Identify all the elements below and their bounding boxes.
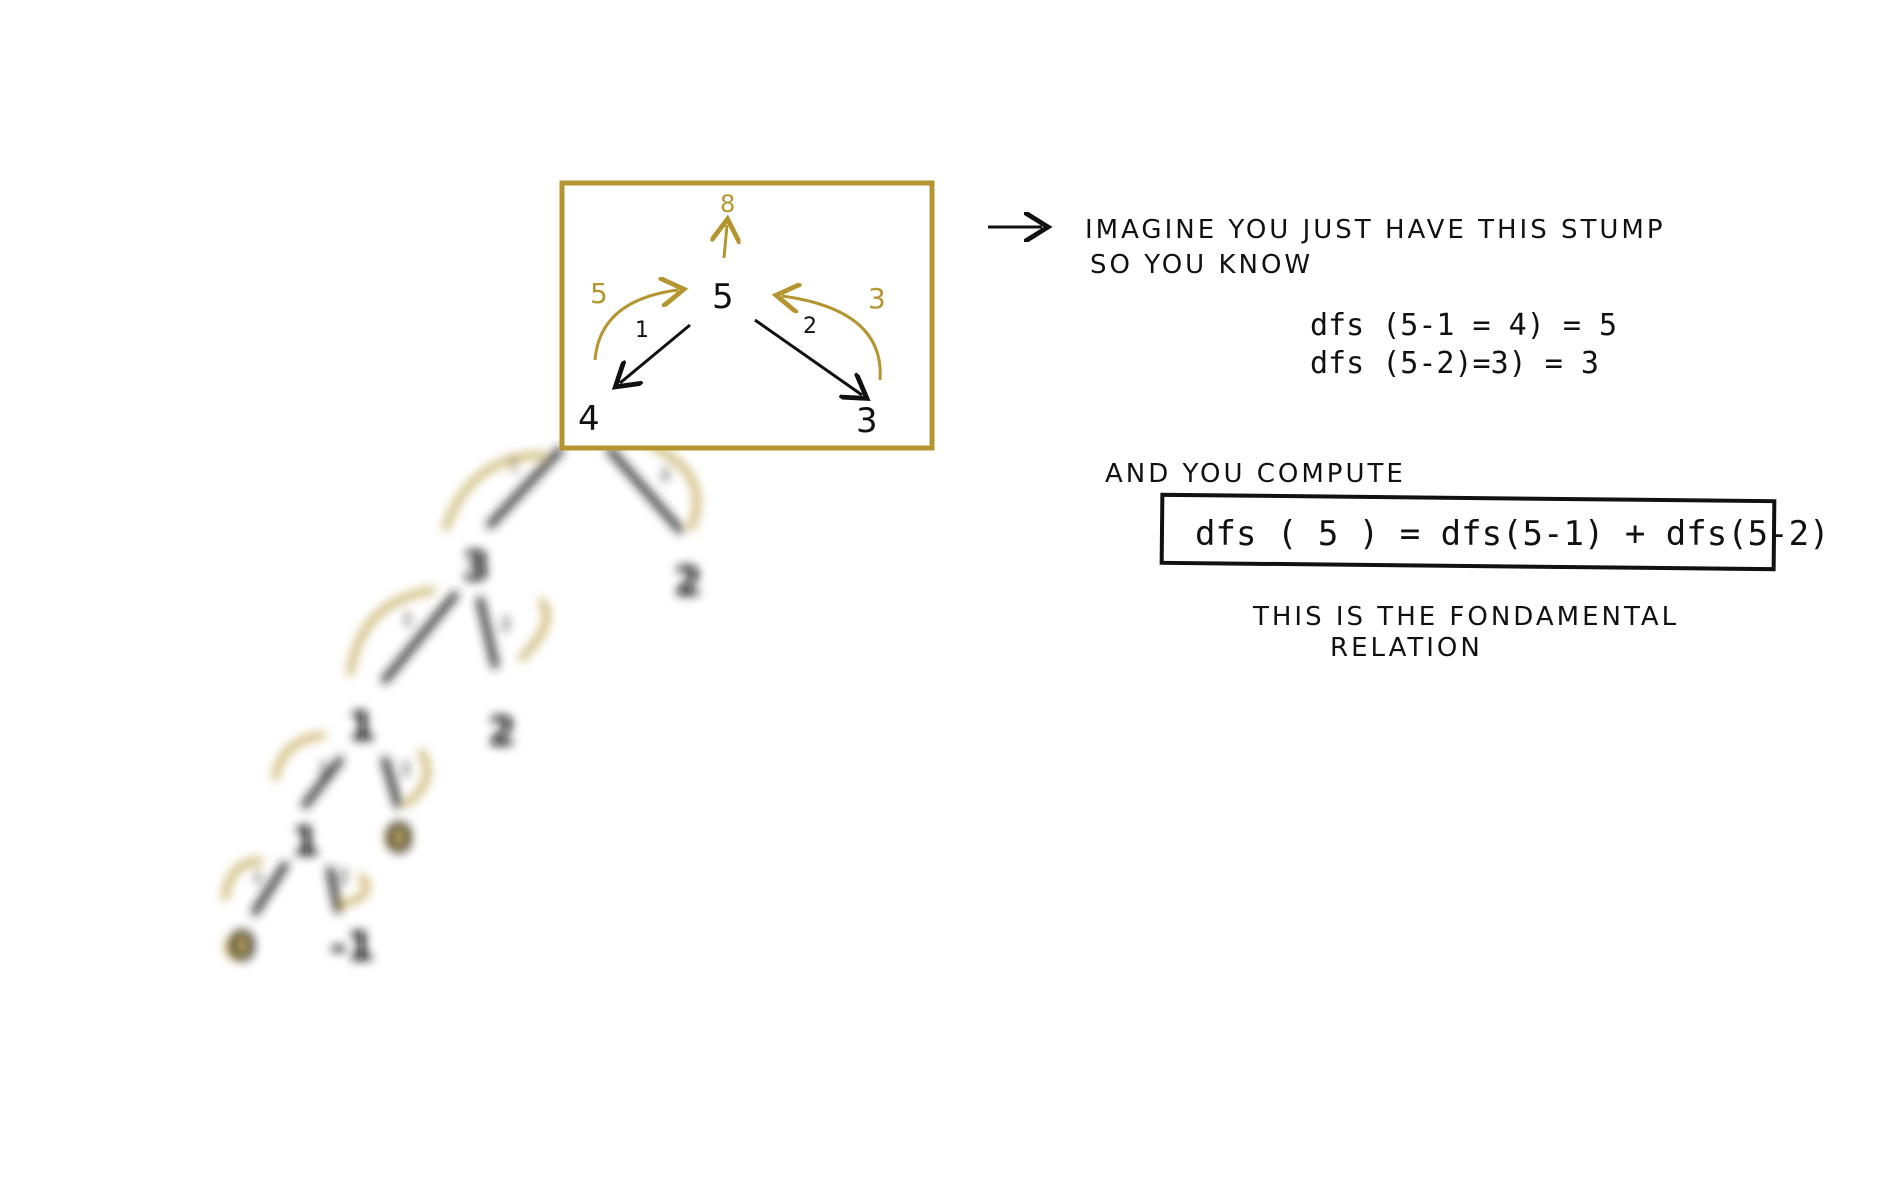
blurred-node: 1 [348,704,376,750]
blurred-edge-label: 1 [252,866,263,887]
blurred-edge-label: 2 [500,614,511,635]
caption-line-2: RELATION [1330,633,1483,663]
known-value-2: dfs (5-2)=3) = 3 [1310,346,1599,381]
blurred-edge-label: 1 [318,759,329,780]
up-result-value: 8 [720,190,735,218]
blurred-recursion-tree: 3 2 1 2 1 0 0 -1 1 2 1 2 1 2 1 2 [222,442,702,970]
left-edge-label: 1 [635,318,649,343]
blurred-edge-label: 2 [400,759,411,780]
blurred-edge-label: 2 [660,464,671,485]
blurred-edge-label: 2 [338,866,349,887]
note-line-2: SO YOU KNOW [1090,250,1313,280]
blurred-edge-label: 1 [402,609,413,630]
stump-right-child: 3 [856,401,878,441]
up-result-arrow [724,225,727,259]
right-return-value: 3 [868,282,886,315]
right-edge-label: 2 [803,314,817,339]
blurred-node: 2 [488,709,516,755]
blurred-node: -1 [330,924,374,970]
blurred-edge-label: 1 [508,454,519,475]
right-return-arrow [782,296,882,381]
left-return-value: 5 [590,277,608,310]
explanation: IMAGINE YOU JUST HAVE THIS STUMP SO YOU … [988,215,1830,663]
blurred-node: 0 [385,816,413,862]
blurred-node: 1 [292,819,320,865]
stump-root: 5 [712,277,734,317]
relation-box [1159,492,1777,572]
known-value-1: dfs (5-1 = 4) = 5 [1310,308,1617,343]
relation-formula: dfs ( 5 ) = dfs(5-1) + dfs(5-2) [1195,514,1830,554]
right-edge-arrow [754,318,862,395]
caption-line-1: THIS IS THE FONDAMENTAL [1252,602,1679,632]
blurred-node: 2 [674,559,702,605]
note-line-1: IMAGINE YOU JUST HAVE THIS STUMP [1085,215,1666,245]
left-edge-arrow [620,323,691,383]
blurred-node: 0 [228,924,256,970]
left-return-arrow [593,290,678,361]
stump-left-child: 4 [578,399,600,439]
blurred-node: 3 [462,544,490,590]
stump-box: 5 4 3 1 2 5 3 8 [559,180,935,451]
compute-label: AND YOU COMPUTE [1105,459,1406,489]
